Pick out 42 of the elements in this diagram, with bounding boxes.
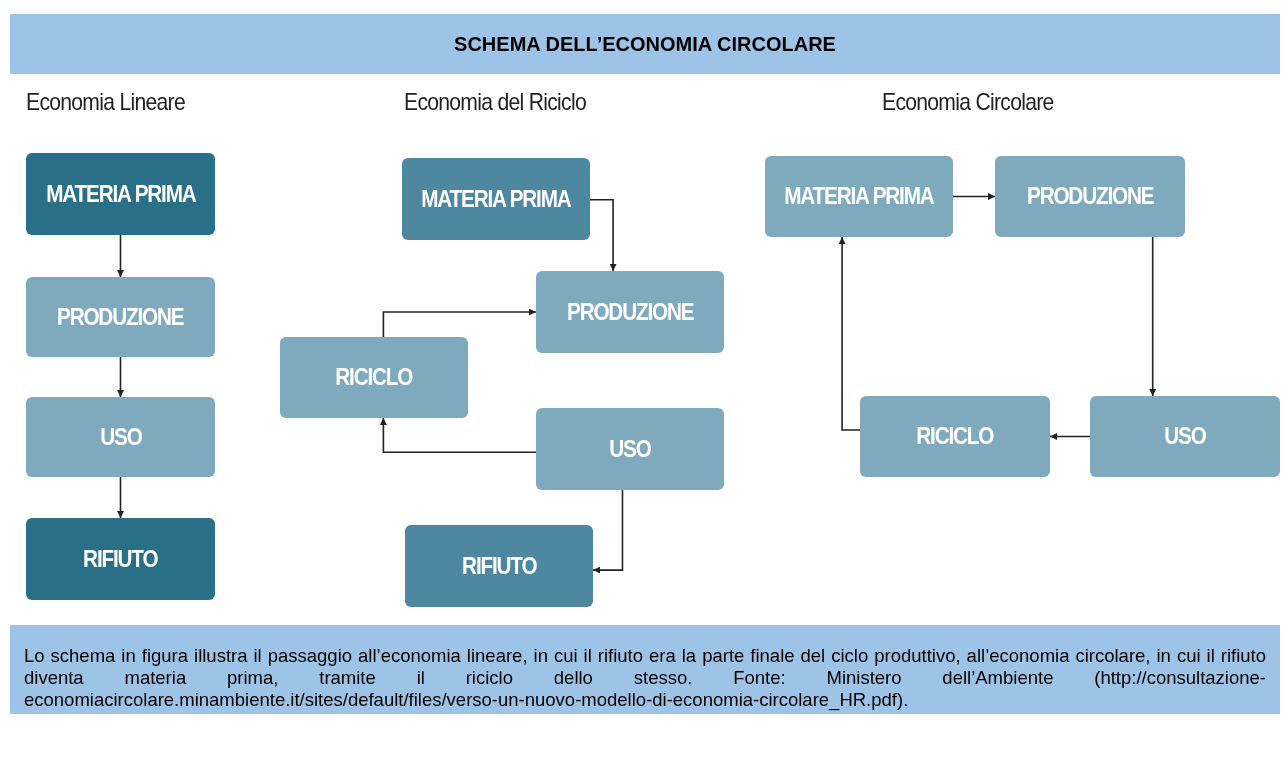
box-label: USO xyxy=(609,435,651,463)
box-label: MATERIA PRIMA xyxy=(784,183,934,210)
arrow xyxy=(838,236,861,431)
box-label: PRODUZIONE xyxy=(1026,183,1154,210)
process-box xyxy=(405,525,593,607)
section-heading: Economia del Riciclo xyxy=(404,88,586,116)
arrow xyxy=(1049,433,1091,440)
box-label: RICICLO xyxy=(916,423,994,450)
box-label: MATERIA PRIMA xyxy=(421,185,571,213)
process-box xyxy=(26,277,215,357)
process-box xyxy=(860,396,1050,477)
box-label: USO xyxy=(99,423,142,451)
arrow xyxy=(382,308,537,338)
box-label: RIFIUTO xyxy=(461,552,537,580)
section-heading: Economia Circolare xyxy=(882,88,1054,116)
box-label: MATERIA PRIMA xyxy=(45,180,196,208)
process-box xyxy=(26,397,215,477)
arrow xyxy=(592,489,624,574)
box-label: RICICLO xyxy=(335,364,413,391)
arrow xyxy=(117,234,124,278)
section-heading: Economia Lineare xyxy=(26,88,185,116)
process-box xyxy=(280,337,468,418)
process-box xyxy=(26,153,215,235)
process-box xyxy=(536,271,724,353)
process-box xyxy=(765,156,953,237)
arrow xyxy=(952,193,996,200)
caption-text: Lo schema in figura illustra il passaggio all’economia lineare, in cui il rifiuto era la parte finale del ciclo produttivo, all’economia circolare, in cui il rifiuto diventa materia prima, tramite il riciclo dello stesso. Fonte: Ministero dell’Ambiente (http://consultazione-economiacircolare.minambiente.it/sites/default/files/verso-un-nuovo-modello-di-economia-circolare_HR.pdf). xyxy=(24,645,1266,711)
process-box xyxy=(26,518,215,600)
box-label: PRODUZIONE xyxy=(57,303,184,331)
process-box xyxy=(995,156,1185,237)
process-box xyxy=(1090,396,1280,477)
box-label: RIFIUTO xyxy=(83,545,158,573)
arrow xyxy=(1149,236,1157,397)
box-label: PRODUZIONE xyxy=(566,298,694,326)
process-box xyxy=(402,158,590,240)
diagram-title: SCHEMA DELL’ECONOMIA CIRCOLARE xyxy=(454,32,836,56)
process-box xyxy=(536,408,724,490)
arrow xyxy=(117,476,124,519)
arrow xyxy=(589,199,617,272)
arrow xyxy=(379,417,537,454)
box-label: USO xyxy=(1164,423,1206,450)
arrow xyxy=(117,356,124,398)
